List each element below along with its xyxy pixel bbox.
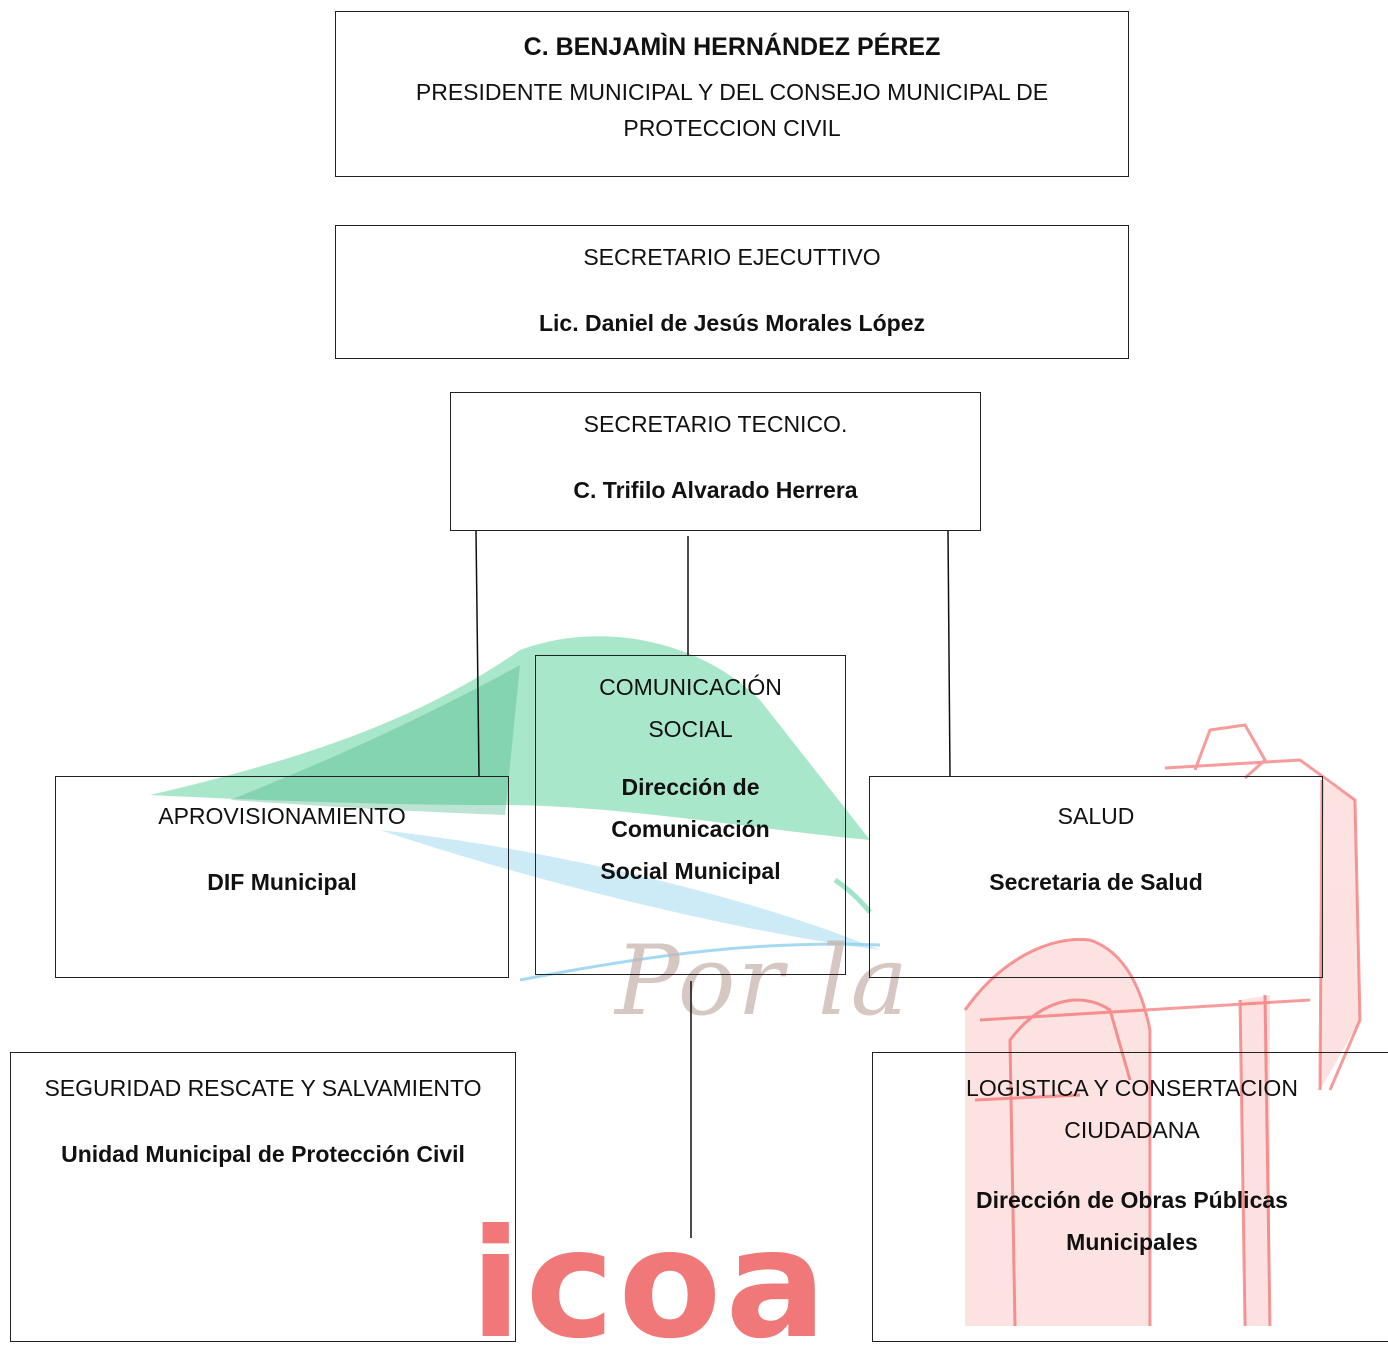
communication-role: COMUNICACIÓN SOCIAL (599, 674, 782, 742)
tech-secretary-name: C. Trifilo Alvarado Herrera (573, 477, 858, 503)
node-logistics: LOGISTICA Y CONSERTACION CIUDADANA Direc… (872, 1052, 1388, 1342)
blue-stroke-shape (519, 942, 881, 982)
connector-tech-to-provisioning (475, 530, 480, 777)
node-technical-secretary: SECRETARIO TECNICO. C. Trifilo Alvarado … (450, 392, 981, 531)
green-swoosh-shape (150, 636, 870, 840)
teal-swoosh-shape (230, 665, 520, 815)
tech-secretary-role: SECRETARIO TECNICO. (583, 411, 848, 437)
connector-tech-to-health (947, 530, 951, 777)
light-blue-swoosh-shape (380, 830, 880, 950)
health-name: Secretaria de Salud (989, 869, 1203, 895)
org-chart-connectors (475, 530, 951, 1238)
exec-secretary-name: Lic. Daniel de Jesús Morales López (538, 310, 925, 336)
node-health: SALUD Secretaria de Salud (869, 776, 1323, 978)
green-stroke-shape (833, 877, 872, 914)
monument-fill (965, 780, 1360, 1326)
node-executive-secretary: SECRETARIO EJECUTTIVO Lic. Daniel de Jes… (335, 225, 1129, 359)
logistics-role: LOGISTICA Y CONSERTACION CIUDADANA (966, 1075, 1298, 1143)
node-provisioning: APROVISIONAMIENTO DIF Municipal (55, 776, 509, 978)
health-role: SALUD (1057, 803, 1135, 829)
monument-outline (963, 723, 1362, 1326)
background-logo-watermark (150, 636, 1362, 1326)
president-name: C. BENJAMÌN HERNÁNDEZ PÉREZ (523, 33, 941, 61)
node-communication: COMUNICACIÓN SOCIAL Dirección de Comunic… (535, 655, 846, 975)
watermark-script-text: Por la (615, 925, 910, 1037)
provisioning-name: DIF Municipal (207, 869, 357, 895)
node-president: C. BENJAMÌN HERNÁNDEZ PÉREZ PRESIDENTE M… (335, 11, 1129, 177)
security-role: SEGURIDAD RESCATE Y SALVAMIENTO (44, 1075, 482, 1101)
president-role: PRESIDENTE MUNICIPAL Y DEL CONSEJO MUNIC… (415, 79, 1049, 141)
security-name: Unidad Municipal de Protección Civil (61, 1141, 465, 1167)
exec-secretary-role: SECRETARIO EJECUTTIVO (583, 244, 881, 270)
provisioning-role: APROVISIONAMIENTO (158, 803, 406, 829)
communication-name: Dirección de Comunicación Social Municip… (600, 774, 781, 884)
node-security: SEGURIDAD RESCATE Y SALVAMIENTO Unidad M… (10, 1052, 516, 1342)
logistics-name: Dirección de Obras Públicas Municipales (976, 1187, 1288, 1255)
